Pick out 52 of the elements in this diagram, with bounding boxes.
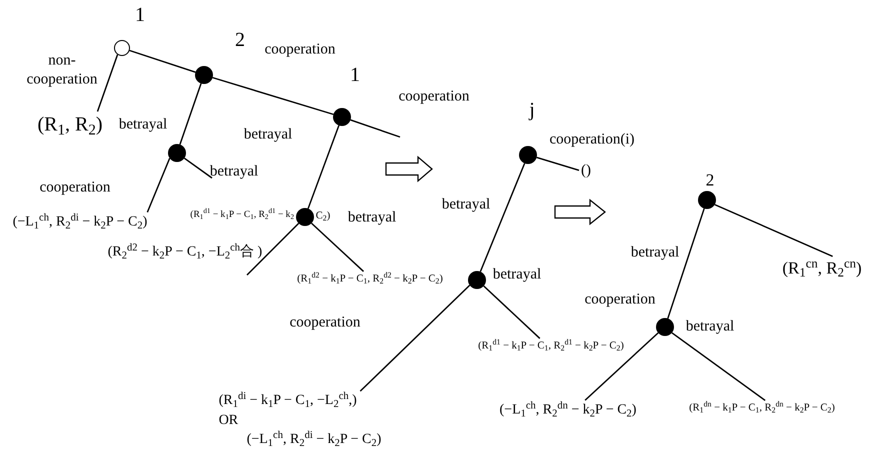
payoff-text: () (581, 162, 591, 180)
edge-label: betrayal (442, 196, 490, 214)
edge-label: betrayal (348, 208, 396, 228)
branch-line (246, 222, 300, 276)
payoff-text: (R$_{1}$$^{cn}$, R$_{2}$$^{cn}$) (782, 257, 862, 279)
branch-line (184, 158, 212, 179)
edge-label: cooperation(i) (550, 130, 634, 150)
branch-line (672, 332, 766, 401)
edge-label: cooperation (264, 40, 336, 60)
or-text: OR (218, 412, 238, 430)
branch-line (667, 208, 705, 319)
edge-label: betrayal (630, 244, 680, 262)
payoff-text: (−L$_{1}$$^{ch}$, R$_{2}$$^{di}$ − k$_{2}$P − C$_{2}$) (246, 431, 382, 449)
branch-line (350, 119, 400, 138)
payoff-text: (R$_{1}$$^{d2}$ − k$_{1}$P − C$_{1}$, R$_{2}$$^{d2}$ − k$_{2}$P − C$_{2}$) (297, 272, 443, 286)
payoff-text: (R$_{1}$$^{dn}$ − k$_{1}$P − C$_{1}$, R$_{2}$$^{dn}$ − k$_{2}$P − C$_{2}$) (689, 401, 835, 415)
edge-label: cooperation (290, 314, 360, 332)
payoff-text: (R$_{1}$$^{di}$ − k$_{1}$P − C$_{1}$, −L$_{2}$$^{ch}$,) (218, 392, 357, 410)
edge-label: betrayal (686, 318, 734, 336)
branch-line (212, 76, 334, 116)
payoff-text: (R$_{1}$$^{d1}$ − k$_{1}$P − C$_{1}$, R$_{2}$$^{d1}$ − k$_{2}$ (190, 210, 294, 222)
branch-line (480, 163, 526, 272)
branch-line (536, 156, 580, 171)
payoff-text: (R$_{2}$$^{d2}$ − k$_{2}$P − C$_{1}$, −L$_{2}$$^{ch}$合 ) (108, 243, 262, 261)
payoff-text: (−L$_{1}$$^{ch}$, R$_{2}$$^{dn}$ − k$_{2}$P − C$_{2}$) (500, 401, 636, 419)
player-number: 1 (350, 65, 360, 85)
edge-label: betrayal (210, 162, 258, 182)
edge-label: betrayal (244, 126, 292, 144)
branch-line (96, 54, 118, 112)
branch-line (146, 158, 170, 213)
edge-label: betrayal (492, 266, 542, 284)
edge-label: betrayal (118, 116, 168, 134)
branch-line (360, 284, 470, 392)
player-number: 1 (135, 5, 145, 25)
branch-line (311, 222, 364, 272)
branch-line (307, 125, 340, 209)
edge-label: cooperation (398, 88, 470, 106)
payoff-text: (R$_{1}$, R$_{2}$) (38, 112, 102, 138)
branch-line (483, 285, 540, 339)
edge-label: cooperation (40, 178, 110, 198)
edge-label: cooperation (584, 290, 656, 310)
branch-line (179, 83, 202, 145)
player-number: 2 (706, 172, 714, 188)
player-number: j (529, 100, 535, 120)
payoff-text: C$_{2}$) (316, 209, 330, 223)
payoff-text: (−L$_{1}$$^{ch}$, R$_{2}$$^{di}$ − k$_{2}$P − C$_{2}$) (12, 213, 148, 231)
player-number: 2 (235, 30, 245, 50)
edge-label: non-cooperation (26, 51, 98, 89)
payoff-text: (R$_{1}$$^{d1}$ − k$_{1}$P − C$_{1}$, R$_{2}$$^{d1}$ − k$_{2}$P − C$_{2}$) (478, 339, 624, 353)
branch-line (584, 332, 659, 401)
branch-line (129, 50, 196, 73)
branch-line (714, 204, 833, 258)
